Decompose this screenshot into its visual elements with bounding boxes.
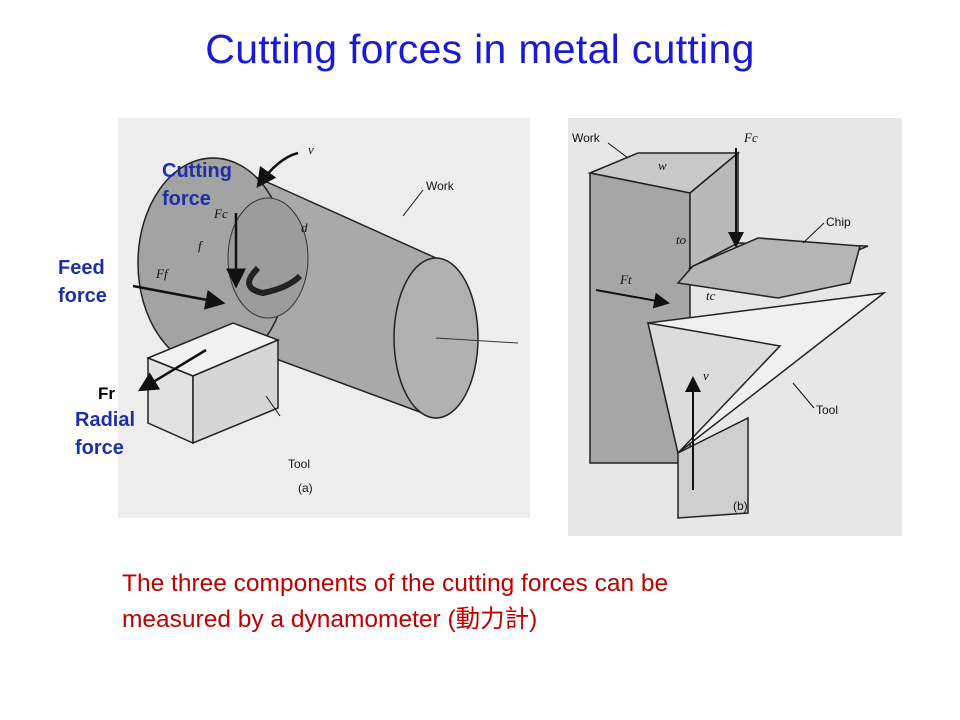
label-d: d (301, 220, 308, 235)
turning-diagram: v Work Fc d f Ff Tool (a) (132, 142, 519, 495)
radial-force-label-line2: force (75, 437, 124, 459)
cutting-force-label-line2: force (162, 188, 211, 210)
cutting-force-label-line1: Cutting (162, 160, 232, 182)
ft-arrow (595, 289, 670, 309)
feed-force-arrow (132, 284, 226, 310)
chip-piece (676, 237, 861, 299)
cutting-force-label: Cutting force (162, 157, 232, 213)
label-caption-a: (a) (298, 481, 313, 495)
label-v: v (308, 142, 314, 157)
caption-line-2: measured by a dynamometer (動力計) (122, 606, 538, 633)
label-tool-b: Tool (816, 403, 838, 417)
orthogonal-cutting-figure: Work Fc w Chip to tc Ft v Tool (b) (568, 118, 902, 536)
radial-force-label: Radial force (75, 406, 135, 462)
velocity-arrow (256, 151, 299, 189)
label-work-b: Work (572, 131, 601, 145)
label-chip: Chip (826, 215, 851, 229)
label-tool: Tool (288, 457, 310, 471)
label-ft: Ft (619, 272, 632, 287)
slide-title: Cutting forces in metal cutting (205, 26, 755, 72)
feed-force-label-line1: Feed (58, 257, 105, 279)
label-tc: tc (706, 288, 716, 303)
label-caption-b: (b) (733, 499, 748, 513)
label-ff: Ff (155, 266, 170, 281)
radial-force-arrow (137, 348, 207, 392)
label-to: to (676, 232, 687, 247)
caption-line-1: The three components of the cutting forc… (122, 570, 669, 597)
label-fc: Fc (213, 206, 228, 221)
feed-force-label-line2: force (58, 285, 107, 307)
fr-label: Fr (98, 384, 115, 403)
label-w: w (658, 158, 667, 173)
turning-figure: v Work Fc d f Ff Tool (a) (118, 118, 530, 518)
label-v-b: v (703, 368, 709, 383)
label-f: f (198, 238, 204, 253)
slide-caption: The three components of the cutting forc… (122, 566, 862, 638)
label-fc-b: Fc (743, 130, 758, 145)
tool-wedge (647, 291, 887, 519)
orthogonal-cutting-diagram: Work Fc w Chip to tc Ft v Tool (b) (572, 130, 887, 519)
feed-force-label: Feed force (58, 254, 107, 310)
radial-force-label-line1: Radial (75, 409, 136, 431)
label-work: Work (426, 179, 455, 193)
chip (246, 265, 303, 297)
